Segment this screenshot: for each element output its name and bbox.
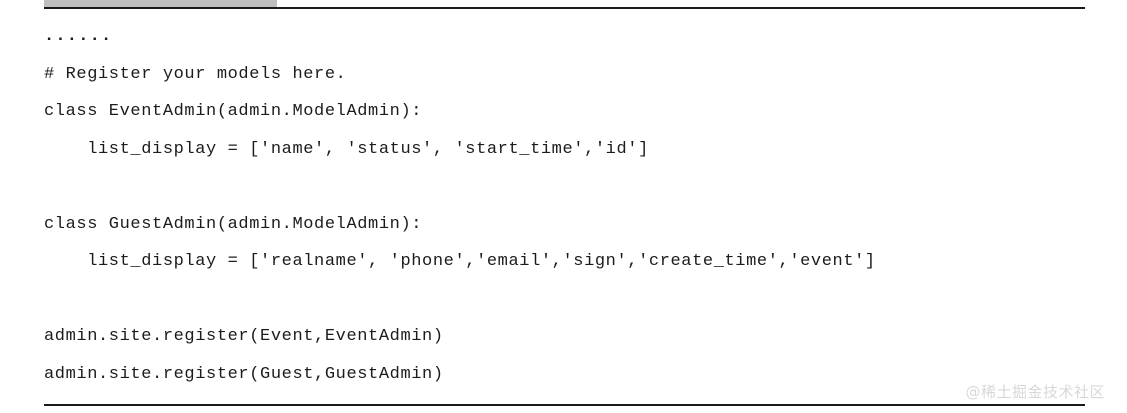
code-line: admin.site.register(Event,EventAdmin) [44,327,444,346]
code-line: class EventAdmin(admin.ModelAdmin): [44,102,423,121]
top-divider-rule [44,7,1085,9]
code-line-blank [44,281,1104,319]
watermark: @稀土掘金技术社区 [965,383,1105,401]
bottom-divider-rule [44,404,1085,406]
code-line-blank [44,168,1104,206]
code-line: # Register your models here. [44,64,347,84]
horizontal-scrollbar-thumb[interactable] [44,0,277,7]
code-line: ...... [44,27,113,46]
code-line: class GuestAdmin(admin.ModelAdmin): [44,214,423,234]
code-line: list_display = ['name', 'status', 'start… [44,139,649,159]
code-block: ...... # Register your models here. clas… [44,18,1104,393]
code-line: admin.site.register(Guest,GuestAdmin) [44,364,444,384]
code-line: list_display = ['realname', 'phone','ema… [44,252,876,271]
horizontal-scrollbar-track[interactable] [0,0,1127,7]
